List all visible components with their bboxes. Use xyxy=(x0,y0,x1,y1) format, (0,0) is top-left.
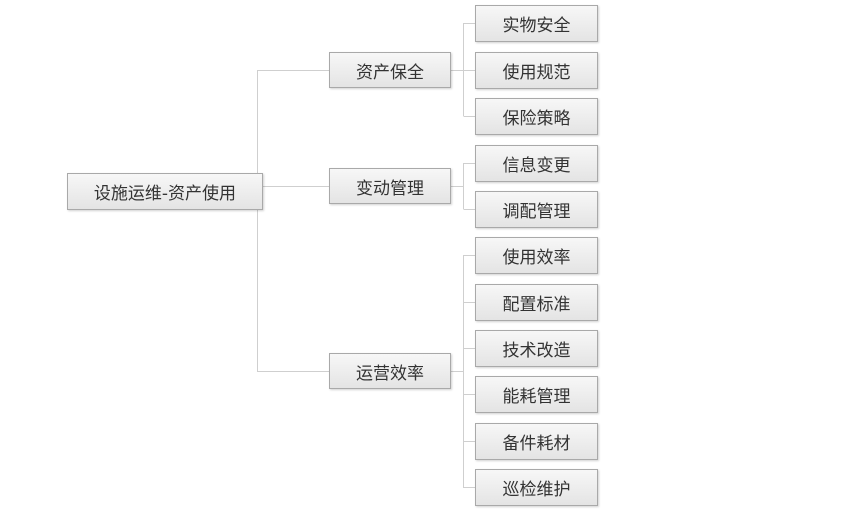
leaf-node-configuration-standard: 配置标准 xyxy=(475,284,598,321)
leaf-node-physical-security: 实物安全 xyxy=(475,5,598,42)
leaf-node-usage-standards: 使用规范 xyxy=(475,52,598,89)
leaf-node-usage-efficiency: 使用效率 xyxy=(475,237,598,274)
leaf-node-inspection-maintenance: 巡检维护 xyxy=(475,469,598,506)
leaf-node-spare-parts: 备件耗材 xyxy=(475,423,598,460)
category-node-change-management: 变动管理 xyxy=(329,168,451,204)
leaf-node-info-change: 信息变更 xyxy=(475,145,598,182)
category-node-asset-protection: 资产保全 xyxy=(329,52,451,88)
leaf-node-insurance-strategy: 保险策略 xyxy=(475,98,598,135)
leaf-node-energy-management: 能耗管理 xyxy=(475,376,598,413)
leaf-node-technical-upgrade: 技术改造 xyxy=(475,330,598,367)
leaf-node-allocation-management: 调配管理 xyxy=(475,191,598,228)
category-node-operating-efficiency: 运营效率 xyxy=(329,353,451,389)
root-node: 设施运维-资产使用 xyxy=(67,173,263,210)
